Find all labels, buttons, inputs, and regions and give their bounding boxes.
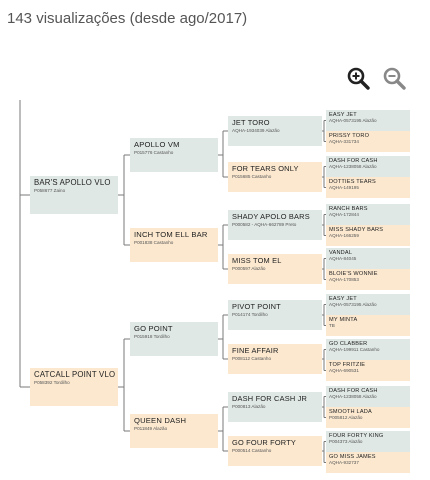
horse-registration: AQHA-166259 — [329, 233, 359, 239]
horse-registration: AQHA-1934039 Alazão — [232, 127, 280, 133]
horse-name: INCH TOM ELL BAR — [134, 230, 208, 239]
horse-registration: P000582 - AQHA-662789 Preto — [232, 221, 297, 227]
horse-registration: AQHA-331734 — [329, 139, 359, 145]
horse-name: VANDAL — [329, 250, 353, 256]
horse-name: DASH FOR CASH — [329, 158, 378, 164]
horse-registration: AQHA-170853 — [329, 277, 359, 283]
views-count: 143 visualizações (desde ago/2017) — [7, 10, 248, 27]
horse-name: PRISSY TORO — [329, 133, 370, 139]
horse-name: PIVOT POINT — [232, 302, 281, 311]
horse-name: GO MISS JAMES — [329, 454, 376, 460]
horse-name: RANCH BARS — [329, 206, 368, 212]
horse-name: APOLLO VM — [134, 140, 180, 149]
horse-registration: P000813 Alazão — [232, 403, 266, 409]
horse-registration: P014174 Tordilho — [232, 311, 268, 317]
horse-registration: AQHA-690531 — [329, 368, 359, 374]
horse-registration: AQHA-0573195 Alazão — [329, 118, 377, 124]
horse-registration: P015918 Tordilho — [134, 333, 170, 339]
horse-registration: AQHA-149195 — [329, 185, 359, 191]
horse-name: EASY JET — [329, 296, 357, 302]
horse-name: SHADY APOLO BARS — [232, 212, 310, 221]
horse-name: GO FOUR FORTY — [232, 438, 297, 447]
horse-name: BAR'S APOLLO VLO — [34, 178, 111, 187]
horse-registration: P000597 Alazão — [232, 265, 266, 271]
horse-registration: AQHA-1238058 Alazão — [329, 394, 377, 400]
horse-name: DASH FOR CASH — [329, 388, 378, 394]
horse-registration: P008112 Castanho — [232, 355, 271, 361]
horse-registration: AQHA-932737 — [329, 460, 359, 466]
zoom-in-icon[interactable] — [346, 66, 370, 90]
horse-name: GO CLABBER — [329, 341, 368, 347]
horse-registration: TB — [329, 323, 335, 329]
horse-registration: AQHA-199911 Castanho — [329, 347, 380, 353]
horse-name: FOR TEARS ONLY — [232, 164, 299, 173]
zoom-out-icon[interactable] — [382, 66, 406, 90]
horse-name: CATCALL POINT VLO — [34, 370, 116, 379]
horse-registration: AQHA-0573195 Alazão — [329, 302, 377, 308]
horse-name: FOUR FORTY KING — [329, 433, 384, 439]
horse-registration: AQHA-1238058 Alazão — [329, 164, 377, 170]
horse-name: FINE AFFAIR — [232, 346, 279, 355]
horse-name: MISS SHADY BARS — [329, 227, 384, 233]
horse-name: EASY JET — [329, 112, 357, 118]
horse-name: TOP FRITZIE — [329, 362, 366, 368]
horse-registration: P004373 Alazão — [329, 439, 363, 445]
horse-registration: P011849 Alazão — [134, 425, 168, 431]
horse-registration: P015685 Castanho — [232, 173, 272, 179]
horse-registration: P015776 Castanho — [134, 149, 174, 155]
horse-name: MISS TOM EL — [232, 256, 282, 265]
horse-name: JET TORO — [232, 118, 270, 127]
horse-name: SMOOTH LADA — [329, 409, 372, 415]
horse-name: DASH FOR CASH JR — [232, 394, 308, 403]
horse-registration: P058677 Zaino — [34, 187, 66, 193]
horse-registration: P000514 Castanho — [232, 447, 272, 453]
horse-name: MY MINTA — [329, 317, 358, 323]
horse-name: GO POINT — [134, 324, 173, 333]
horse-name: BLOIE'S WONNIE — [329, 271, 378, 277]
horse-registration: P001838 Castanho — [134, 239, 174, 245]
horse-registration: AQHA-172844 — [329, 212, 359, 218]
horse-name: DOTTIES TEARS — [329, 179, 376, 185]
horse-registration: P005812 Alazão — [329, 415, 363, 421]
horse-name: QUEEN DASH — [134, 416, 187, 425]
horse-registration: P058392 Tordilho — [34, 379, 70, 385]
horse-registration: AQHA-84045 — [329, 256, 357, 262]
